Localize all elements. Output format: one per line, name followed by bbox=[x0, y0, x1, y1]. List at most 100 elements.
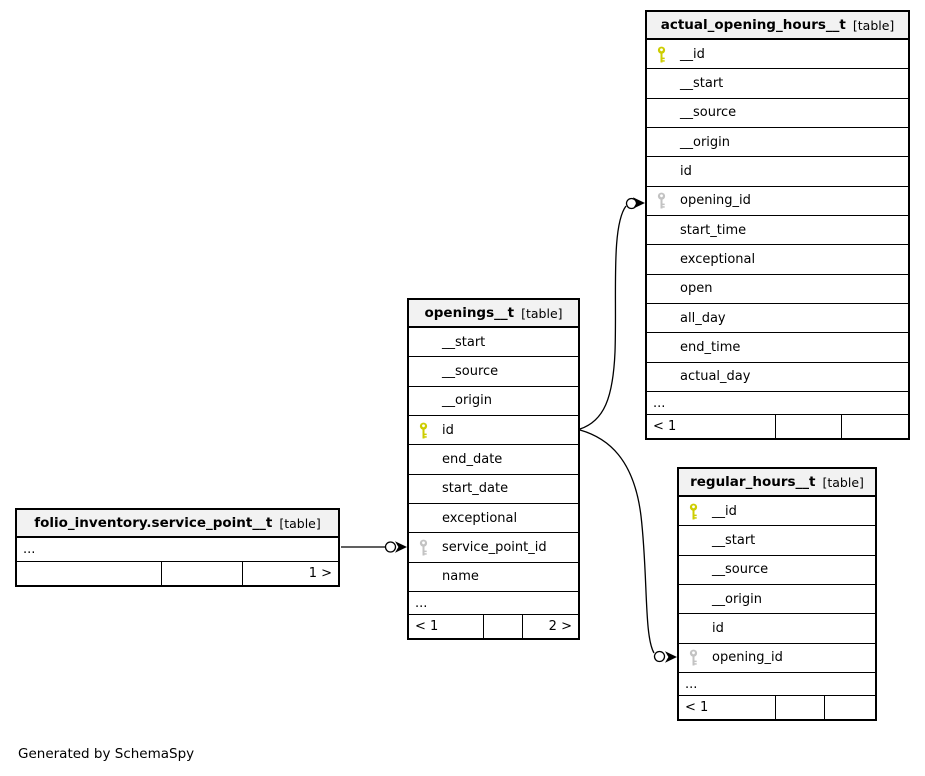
table-type-label: [table] bbox=[279, 515, 321, 531]
column-row: __start bbox=[409, 328, 578, 356]
primary-key-icon bbox=[419, 422, 428, 439]
column-row: id bbox=[409, 414, 578, 444]
relationship-service-point-to-openings bbox=[341, 541, 407, 553]
column-row: __id bbox=[647, 40, 908, 68]
column-row: service_point_id bbox=[409, 532, 578, 561]
ellipsis-row: ... bbox=[23, 542, 36, 557]
table-footer: < 1 bbox=[647, 414, 908, 438]
zero-or-one-circle-icon bbox=[653, 650, 666, 663]
column-name: start_date bbox=[442, 481, 509, 497]
column-name: __id bbox=[712, 503, 737, 519]
footer-cell-left bbox=[17, 562, 161, 585]
column-name: __start bbox=[712, 532, 756, 548]
footer-cell-right bbox=[824, 696, 875, 719]
column-name: __start bbox=[680, 75, 724, 91]
column-row: open bbox=[647, 273, 908, 303]
table-title: regular_hours__t bbox=[690, 474, 816, 490]
column-row: exceptional bbox=[647, 244, 908, 273]
primary-key-icon bbox=[689, 503, 698, 520]
table-type-label: [table] bbox=[822, 474, 864, 490]
arrowhead-icon bbox=[665, 651, 677, 663]
column-row: __origin bbox=[679, 583, 875, 613]
footer-cell-left: < 1 bbox=[653, 419, 677, 434]
column-name: opening_id bbox=[712, 650, 783, 666]
column-name: start_time bbox=[680, 222, 747, 238]
footer-cell-middle bbox=[161, 562, 241, 585]
column-name: end_date bbox=[442, 451, 503, 467]
footer-cell-right bbox=[841, 415, 908, 438]
column-name: __origin bbox=[712, 591, 763, 607]
table-header: folio_inventory.service_point__t [table] bbox=[17, 510, 338, 538]
footer-cell-right: 1 > bbox=[241, 562, 338, 585]
table-footer: < 1 bbox=[679, 695, 875, 719]
footer-cell-middle bbox=[482, 615, 523, 638]
table-header: openings__t [table] bbox=[409, 300, 578, 328]
column-name: __origin bbox=[680, 134, 731, 150]
zero-or-one-circle-icon bbox=[625, 197, 638, 210]
zero-or-one-circle-icon bbox=[384, 541, 397, 553]
generated-by-credit: Generated by SchemaSpy bbox=[18, 746, 195, 762]
table-type-label: [table] bbox=[521, 305, 563, 321]
column-name: exceptional bbox=[442, 510, 518, 526]
column-name: __start bbox=[442, 334, 486, 350]
primary-key-icon bbox=[657, 46, 666, 63]
table-title: openings__t bbox=[424, 305, 515, 321]
column-name: __source bbox=[712, 562, 769, 578]
column-row: all_day bbox=[647, 302, 908, 332]
column-name: all_day bbox=[680, 310, 726, 326]
table-title: folio_inventory.service_point__t bbox=[34, 515, 273, 531]
relationship-openings-to-regular-hours bbox=[579, 429, 677, 663]
column-row: actual_day bbox=[647, 361, 908, 391]
column-row: __start bbox=[647, 68, 908, 97]
column-name: __origin bbox=[442, 393, 493, 409]
column-row: id bbox=[679, 613, 875, 642]
table-regular-hours[interactable]: regular_hours__t [table] __id __st bbox=[677, 467, 877, 721]
column-name: __source bbox=[442, 363, 499, 379]
column-name: __source bbox=[680, 105, 737, 121]
ellipsis-row: ... bbox=[647, 391, 908, 414]
footer-cell-left: < 1 bbox=[685, 700, 709, 715]
column-row: id bbox=[647, 156, 908, 185]
column-row: exceptional bbox=[409, 502, 578, 532]
ellipsis-row: ... bbox=[409, 591, 578, 614]
table-footer: 1 > bbox=[17, 561, 338, 585]
column-name: id bbox=[680, 163, 692, 179]
column-row: __start bbox=[679, 525, 875, 554]
foreign-key-icon bbox=[657, 192, 666, 209]
column-name: name bbox=[442, 569, 479, 585]
footer-cell-middle bbox=[774, 415, 842, 438]
column-rows: __start __source __origin bbox=[409, 328, 578, 591]
column-row: name bbox=[409, 561, 578, 591]
arrowhead-icon bbox=[395, 541, 407, 553]
column-row: __source bbox=[409, 356, 578, 385]
column-row: start_time bbox=[647, 214, 908, 244]
column-name: service_point_id bbox=[442, 539, 547, 555]
column-row: end_time bbox=[647, 332, 908, 361]
table-header: regular_hours__t [table] bbox=[679, 469, 875, 497]
relationship-openings-to-actual-opening-hours bbox=[579, 197, 645, 430]
column-row: __id bbox=[679, 497, 875, 525]
table-header: actual_opening_hours__t [table] bbox=[647, 12, 908, 40]
foreign-key-icon bbox=[689, 649, 698, 666]
column-row: end_date bbox=[409, 444, 578, 473]
column-row: __source bbox=[679, 554, 875, 584]
column-row: __origin bbox=[647, 126, 908, 156]
column-row: __origin bbox=[409, 385, 578, 415]
table-footer: < 1 2 > bbox=[409, 614, 578, 638]
column-name: exceptional bbox=[680, 251, 756, 267]
column-name: end_time bbox=[680, 339, 741, 355]
ellipsis-row: ... bbox=[679, 672, 875, 695]
table-actual-opening-hours[interactable]: actual_opening_hours__t [table] __id bbox=[645, 10, 910, 440]
column-name: __id bbox=[680, 46, 705, 62]
column-name: actual_day bbox=[680, 369, 751, 385]
column-row: start_date bbox=[409, 473, 578, 503]
table-title: actual_opening_hours__t bbox=[660, 17, 846, 33]
table-type-label: [table] bbox=[852, 17, 895, 33]
table-openings[interactable]: openings__t [table] __start __sour bbox=[407, 298, 580, 640]
table-folio-inventory-service-point[interactable]: folio_inventory.service_point__t [table]… bbox=[15, 508, 340, 587]
footer-cell-right: 2 > bbox=[522, 615, 578, 638]
foreign-key-icon bbox=[419, 539, 428, 556]
column-rows: __id __start __source bbox=[679, 497, 875, 672]
column-name: open bbox=[680, 281, 713, 297]
column-row: __source bbox=[647, 97, 908, 127]
